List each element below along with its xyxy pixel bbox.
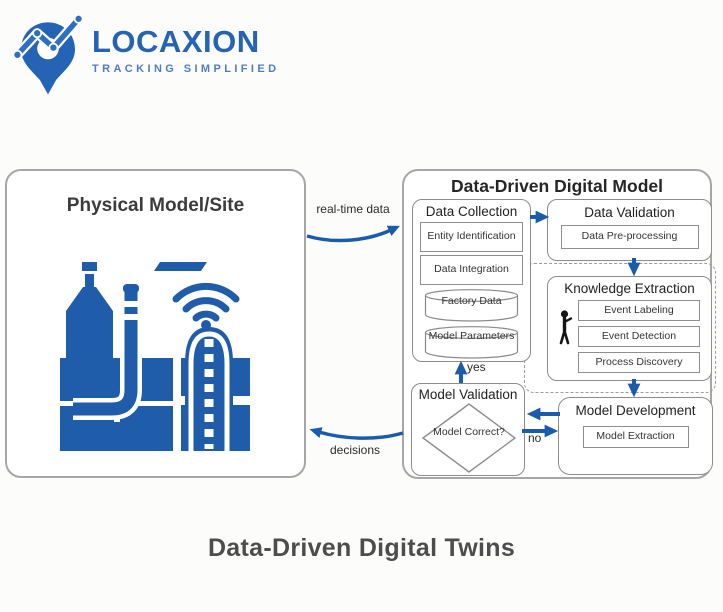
decisions-label: decisions [329, 443, 381, 457]
entity-identification-step: Entity Identification [420, 222, 523, 252]
person-icon [559, 310, 573, 345]
no-label: no [528, 431, 542, 445]
model-parameters-datastore: Model Parameters [422, 325, 521, 359]
data-collection-title: Data Collection [425, 204, 518, 219]
physical-panel-title: Physical Model/Site [66, 195, 245, 216]
wifi-icon [172, 282, 240, 322]
data-integration-step: Data Integration [420, 255, 523, 285]
process-discovery-step: Process Discovery [578, 352, 700, 373]
knowledge-extraction-title: Knowledge Extraction [564, 281, 695, 296]
event-detection-step: Event Detection [578, 326, 700, 347]
page-caption: Data-Driven Digital Twins [207, 534, 516, 562]
data-preprocessing-step: Data Pre-processing [560, 225, 699, 249]
cylinder-icon [424, 289, 519, 322]
data-validation-title: Data Validation [584, 205, 675, 220]
knowledge-extraction-group: Knowledge Extraction Event Labeling Even… [547, 276, 712, 381]
model-validation-title: Model Validation [418, 387, 518, 402]
digital-model-title: Data-Driven Digital Model [451, 176, 663, 196]
data-validation-group: Data Validation Data Pre-processing [547, 199, 712, 261]
decision-diamond [421, 403, 517, 473]
model-correct-question: Model Correct? [433, 426, 505, 438]
digital-model-panel: Data-Driven Digital Model Data Collectio… [402, 169, 716, 479]
event-labeling-step: Event Labeling [578, 300, 700, 321]
realtime-data-arrow [306, 225, 400, 243]
model-extraction-step: Model Extraction [582, 426, 689, 448]
logo-tagline: TRACKING SIMPLIFIED [92, 63, 280, 75]
yes-label: yes [467, 360, 486, 374]
locaxion-logo: LOCAXION TRACKING SIMPLIFIED [12, 8, 279, 98]
cylinder-icon [424, 326, 519, 359]
location-pin-chart-icon [12, 13, 84, 95]
logo-wordmark: LOCAXION [92, 24, 260, 59]
model-development-title: Model Development [575, 403, 696, 418]
model-development-group: Model Development Model Extraction [558, 397, 713, 475]
factory-icon [60, 262, 250, 451]
data-collection-group: Data Collection Entity Identification Da… [412, 199, 531, 362]
physical-model-panel: Physical Model/Site [5, 169, 306, 478]
model-validation-group: Model Validation Model Correct? [411, 383, 525, 476]
decisions-arrow [309, 427, 404, 440]
realtime-data-label: real-time data [316, 202, 390, 216]
factory-data-datastore: Factory Data [422, 288, 521, 322]
